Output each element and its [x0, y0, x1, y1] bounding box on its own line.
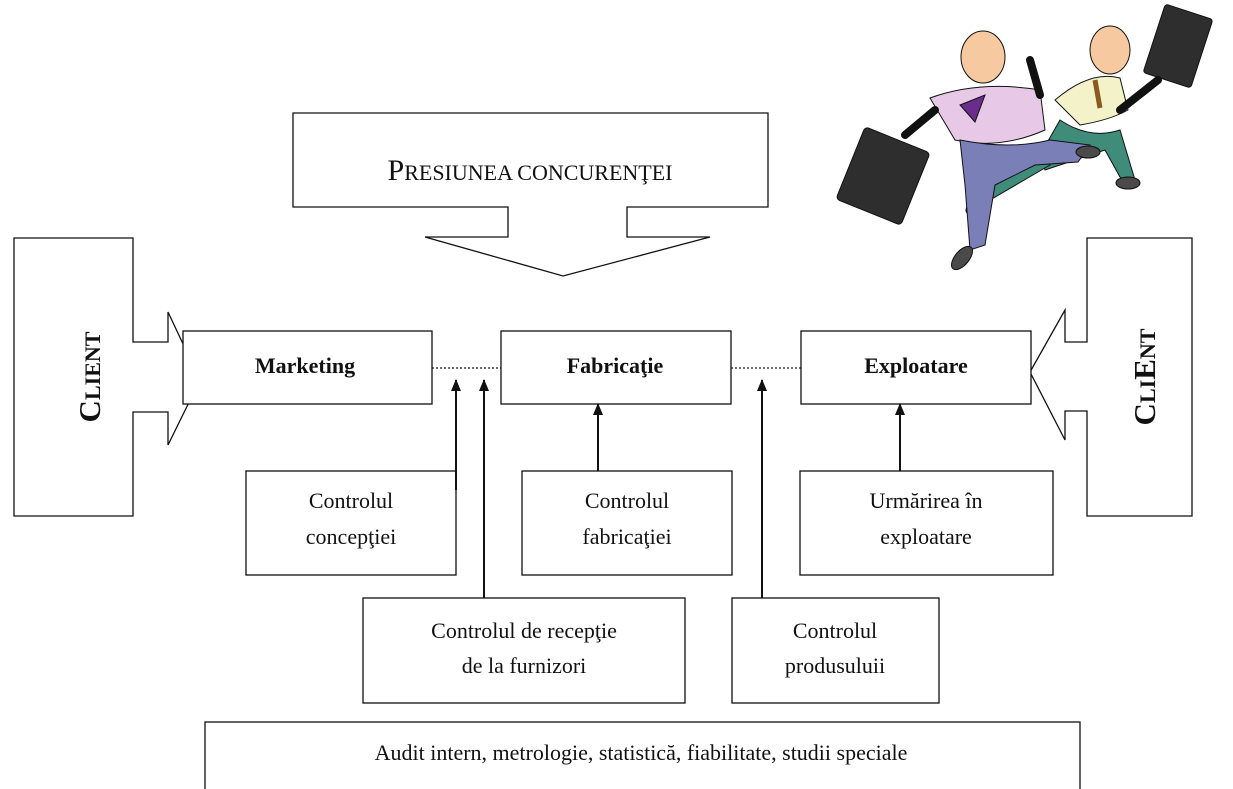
urmarirea-box: [799, 470, 1054, 576]
controlul-produsului-box: [731, 597, 940, 704]
marketing-box: [182, 330, 433, 405]
marketing-label: Marketing: [255, 353, 355, 378]
controlul-conceptiei-line2: concepţiei: [306, 524, 396, 549]
client-right-label: CLIENT: [1127, 328, 1162, 425]
fabricatie-box: [500, 330, 732, 405]
controlul-receptie-line1: Controlul de recepţie: [431, 618, 617, 643]
controlul-fabricatiei-box: [521, 470, 733, 576]
urmarirea-line2: exploatare: [880, 524, 972, 549]
controlul-conceptiei-box: [245, 470, 457, 576]
fabricatie-label: Fabricaţie: [567, 353, 664, 378]
controlul-produsului-line2: produsuluii: [785, 653, 885, 678]
audit-label: Audit intern, metrologie, statistică, fi…: [375, 740, 908, 765]
exploatare-box: [800, 330, 1032, 405]
audit-box: [204, 721, 1081, 789]
exploatare-label: Exploatare: [864, 353, 968, 378]
pressure-label: PRESIUNEA CONCURENŢEI: [388, 154, 673, 187]
controlul-receptie-line2: de la furnizori: [462, 653, 587, 678]
running-businessmen-illustration: [836, 4, 1213, 271]
businessman-front-figure: [836, 30, 1101, 271]
urmarirea-line1: Urmărirea în: [870, 488, 983, 513]
client-left-label: CLIENT: [72, 331, 107, 422]
controlul-conceptiei-line1: Controlul: [309, 488, 393, 513]
pressure-arrow: [292, 112, 769, 277]
client-left-arrow: [13, 237, 201, 517]
controlul-produsului-line1: Controlul: [793, 618, 877, 643]
controlul-fabricatiei-line1: Controlul: [585, 488, 669, 513]
controlul-receptie-box: [362, 597, 686, 704]
client-right-arrow: [1029, 237, 1193, 517]
controlul-fabricatiei-line2: fabricaţiei: [582, 524, 671, 549]
